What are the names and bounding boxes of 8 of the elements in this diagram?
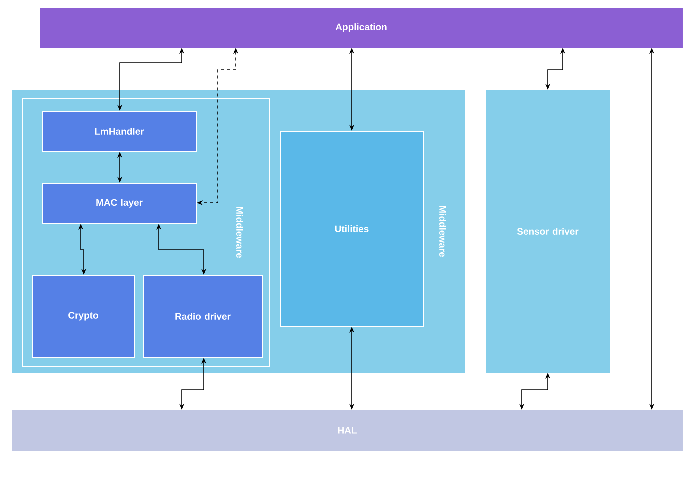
module-box: LmHandler bbox=[42, 111, 197, 152]
application-bar: Application bbox=[40, 8, 683, 48]
driver-panel: Sensor driver bbox=[486, 90, 610, 373]
module-box: Utilities bbox=[280, 131, 424, 327]
hal-bar: HAL bbox=[12, 410, 683, 451]
module-box: MAC layer bbox=[42, 183, 197, 224]
module-box: Radio driver bbox=[143, 275, 263, 358]
module-box: Crypto bbox=[32, 275, 135, 358]
